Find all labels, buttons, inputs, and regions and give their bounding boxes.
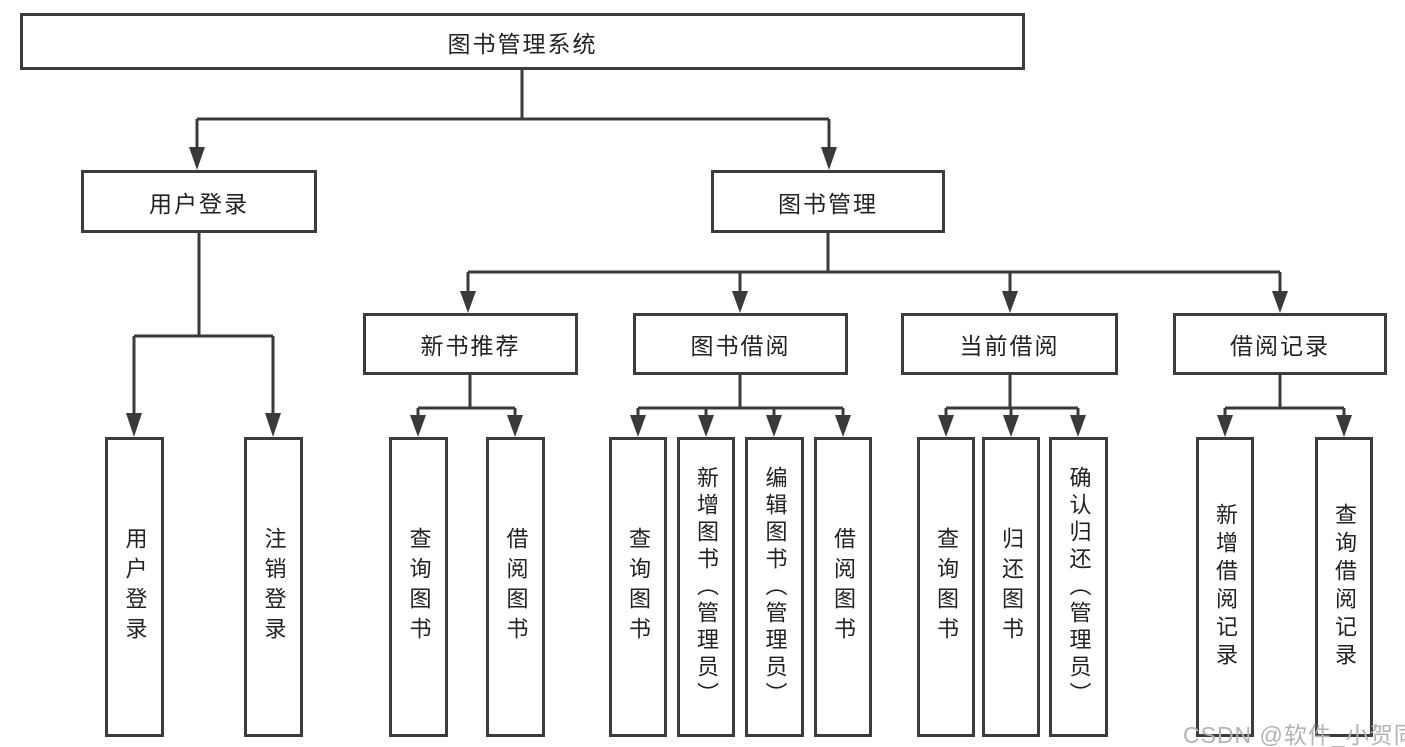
leaf-query-books-recommend: 查询图书: [389, 437, 448, 737]
csdn-watermark: CSDN @软件_小贺同学: [1183, 722, 1405, 747]
leaf-query-books-current: 查询图书: [917, 437, 975, 737]
leaf-query-borrow-record: 查询借阅记录: [1315, 437, 1373, 737]
leaf-add-borrow-record: 新增借阅记录: [1196, 437, 1254, 737]
leaf-add-book-admin: 新增图书（管理员）: [677, 437, 735, 737]
leaf-borrow-books: 借阅图书: [814, 437, 872, 737]
node-current-borrowing: 当前借阅: [901, 313, 1118, 375]
node-root-system: 图书管理系统: [20, 13, 1025, 70]
node-new-book-recommend: 新书推荐: [363, 313, 578, 375]
leaf-user-login: 用户登录: [105, 437, 164, 737]
node-borrowing-records: 借阅记录: [1173, 313, 1387, 375]
leaf-return-book: 归还图书: [982, 437, 1040, 737]
leaf-query-books-borrowing: 查询图书: [609, 437, 667, 737]
leaf-edit-book-admin: 编辑图书（管理员）: [745, 437, 804, 737]
node-book-management: 图书管理: [711, 170, 945, 233]
leaf-logout: 注销登录: [244, 437, 303, 737]
arrowheads: [126, 147, 1352, 437]
node-user-login-branch: 用户登录: [81, 170, 317, 233]
leaf-borrow-books-recommend: 借阅图书: [486, 437, 545, 737]
leaf-confirm-return-admin: 确认归还（管理员）: [1049, 437, 1108, 737]
node-book-borrowing: 图书借阅: [633, 313, 848, 375]
connector-lines: [132, 70, 1346, 420]
